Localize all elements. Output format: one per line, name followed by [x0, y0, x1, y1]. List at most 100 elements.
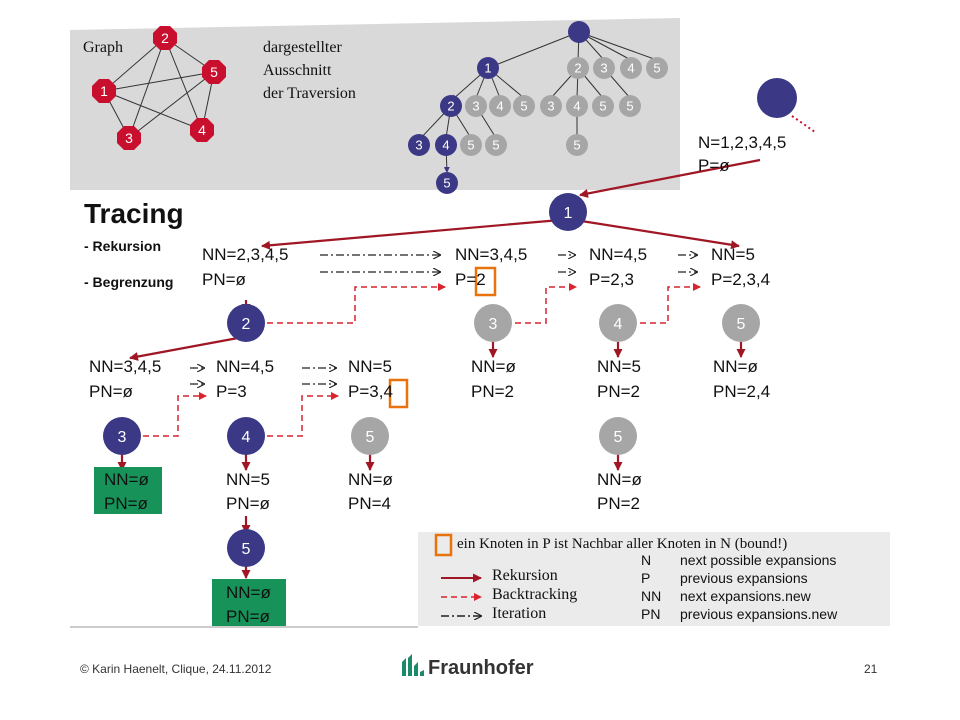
backtracking-arrows [143, 283, 701, 437]
mini-tree-node: 5 [619, 95, 641, 117]
slide-title: Tracing [84, 198, 184, 229]
mini-tree-node: 4 [435, 134, 457, 156]
l1-nn-label: NN=4,5 [589, 245, 648, 264]
fraunhofer-logo-icon [402, 654, 424, 676]
l1-nn-label: NN=5 [711, 245, 755, 264]
root-n-label: N=1,2,3,4,5 [698, 133, 787, 152]
mini-tree-root [568, 21, 590, 43]
svg-text:3: 3 [125, 130, 133, 146]
svg-text:3: 3 [118, 429, 127, 446]
legend-iteration: Iteration [492, 605, 547, 622]
mini-tree-node: 3 [465, 95, 487, 117]
page-number: 21 [864, 662, 878, 676]
mini-tree-node: 5 [485, 134, 507, 156]
svg-text:4: 4 [442, 138, 449, 153]
mini-tree-node: 2 [440, 95, 462, 117]
mini-tree-node: 4 [566, 95, 588, 117]
svg-text:5: 5 [573, 138, 580, 153]
glossary-desc: next expansions.new [680, 588, 811, 604]
fraunhofer-logo-text: Fraunhofer [428, 657, 534, 679]
svg-text:1: 1 [100, 83, 108, 99]
svg-text:4: 4 [614, 316, 623, 333]
l3-nn-label: NN=5 [226, 470, 270, 489]
caption-line-2: Ausschnitt [263, 62, 332, 79]
svg-text:5: 5 [520, 99, 527, 114]
svg-text:3: 3 [415, 138, 422, 153]
svg-text:3: 3 [600, 61, 607, 76]
mini-tree-node: 3 [540, 95, 562, 117]
l2-nn-label: NN=3,4,5 [89, 357, 162, 376]
root-extension [791, 115, 816, 133]
mini-tree-node: 3 [593, 57, 615, 79]
l1-p-label: P=2,3,4 [711, 270, 771, 289]
glossary-desc: next possible expansions [680, 552, 837, 568]
mini-tree-node: 5 [592, 95, 614, 117]
graph-node: 5 [202, 60, 226, 84]
graph-node: 1 [92, 79, 116, 103]
graph-node: 2 [153, 26, 177, 50]
root-node [757, 78, 797, 118]
svg-text:1: 1 [484, 61, 491, 76]
l3-p-label: PN=2 [597, 494, 640, 513]
svg-text:3: 3 [547, 99, 554, 114]
l3-nn-label: NN=ø [597, 470, 642, 489]
level2-node: 5 [722, 304, 760, 342]
l1-nn-label: NN=3,4,5 [455, 245, 528, 264]
svg-text:1: 1 [564, 205, 573, 222]
l2-leaf-p-label: PN=2,4 [713, 382, 771, 401]
footer-copyright: © Karin Haenelt, Clique, 24.11.2012 [80, 662, 272, 676]
l1-nn-label: NN=2,3,4,5 [202, 245, 289, 264]
inset-panel [70, 18, 680, 190]
root-p-label: P=ø [698, 156, 730, 175]
mini-tree-node: 2 [567, 57, 589, 79]
l2-p-label: P=3,4 [348, 382, 393, 401]
l2-p-label: P=3 [216, 382, 247, 401]
svg-text:4: 4 [627, 61, 634, 76]
svg-text:2: 2 [242, 316, 251, 333]
svg-text:4: 4 [242, 429, 251, 446]
level3-node: 3 [103, 417, 141, 455]
caption-line-1: dargestellter [263, 39, 342, 56]
legend-rekursion: Rekursion [492, 567, 558, 584]
level2-node: 3 [474, 304, 512, 342]
mini-tree-node: 5 [460, 134, 482, 156]
mini-tree-node: 1 [477, 57, 499, 79]
mini-tree-node: 5 [436, 172, 458, 194]
l2-leaf-p-label: PN=2 [471, 382, 514, 401]
bullet-begrenzung: - Begrenzung [84, 274, 174, 290]
l1-p-label: P=2,3 [589, 270, 634, 289]
level3-node: 4 [227, 417, 265, 455]
leaf-box-bottom [212, 579, 286, 626]
svg-text:5: 5 [599, 99, 606, 114]
legend-panel [418, 532, 890, 626]
l2-leaf-nn-label: NN=5 [597, 357, 641, 376]
svg-text:5: 5 [653, 61, 660, 76]
l3-p-label: PN=ø [104, 494, 148, 513]
glossary-key: N [641, 552, 652, 568]
svg-text:5: 5 [242, 541, 251, 558]
level2-node: 4 [599, 304, 637, 342]
l4-p-label: PN=ø [226, 607, 270, 626]
l2-nn-label: NN=5 [348, 357, 392, 376]
l2-leaf-nn-label: NN=ø [471, 357, 516, 376]
graph-label: Graph [83, 39, 123, 56]
mini-tree-node: 5 [513, 95, 535, 117]
caption-line-3: der Traversion [263, 85, 356, 102]
svg-text:5: 5 [626, 99, 633, 114]
l4-nn-label: NN=ø [226, 583, 271, 602]
legend-backtracking: Backtracking [492, 586, 578, 603]
mini-tree-node: 3 [408, 134, 430, 156]
svg-text:4: 4 [573, 99, 580, 114]
graph-node: 4 [190, 118, 214, 142]
l2-p-label: PN=ø [89, 382, 133, 401]
bound-highlight-p2 [474, 266, 497, 297]
l3-p-label: PN=ø [226, 494, 270, 513]
glossary-key: PN [641, 606, 661, 622]
svg-text:4: 4 [496, 99, 503, 114]
level1-node: 1 [549, 193, 587, 231]
level3-node: 5 [599, 417, 637, 455]
bullet-rekursion: - Rekursion [84, 238, 162, 254]
svg-text:3: 3 [489, 316, 498, 333]
mini-tree-node: 5 [566, 134, 588, 156]
